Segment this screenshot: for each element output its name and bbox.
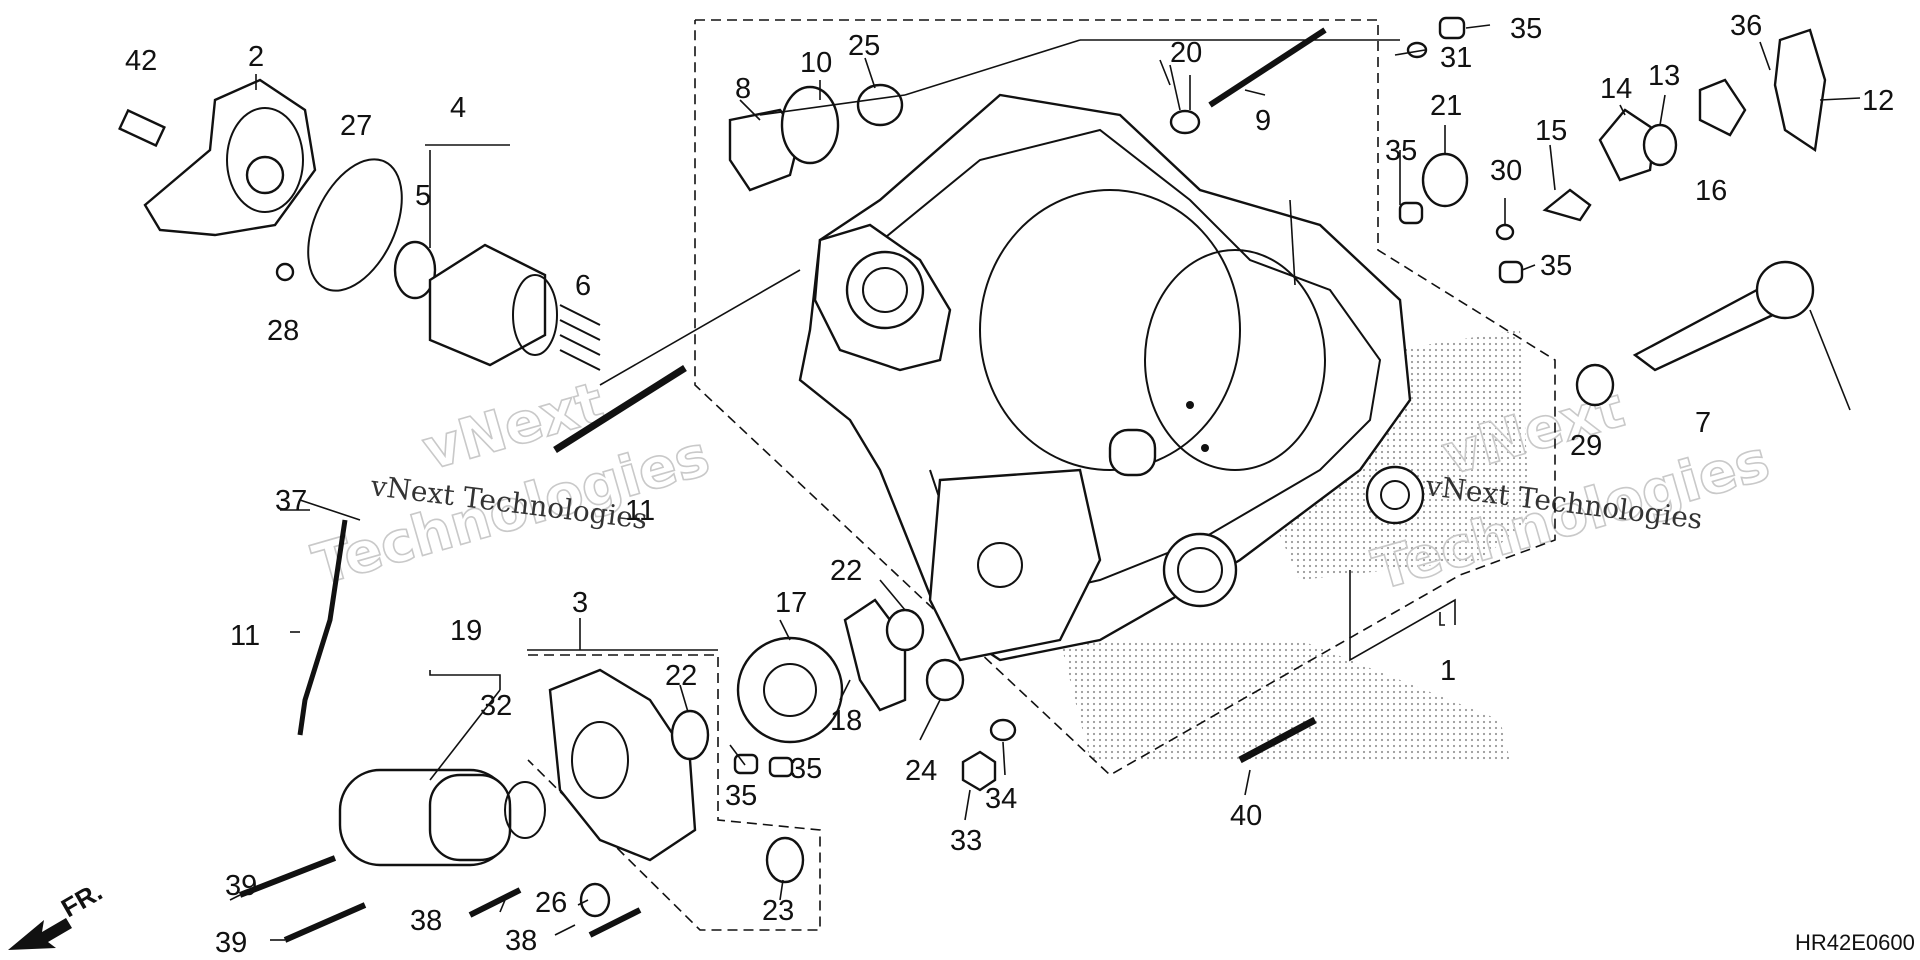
callout-33[interactable]: 33 (950, 825, 982, 857)
callout-1[interactable]: 1 (1440, 655, 1456, 687)
callout-25[interactable]: 25 (848, 30, 880, 62)
callout-10[interactable]: 10 (800, 47, 832, 79)
callout-35-top[interactable]: 35 (1510, 13, 1542, 45)
callout-38-right[interactable]: 38 (505, 925, 537, 957)
callout-35-lower-left[interactable]: 35 (725, 780, 757, 812)
callout-31[interactable]: 31 (1440, 42, 1472, 74)
parts-upper-left (118, 78, 904, 371)
callout-4[interactable]: 4 (450, 92, 466, 124)
callout-37[interactable]: 37 (275, 485, 307, 517)
callout-labels: 1 2 3 4 5 6 7 8 9 10 11 11 12 13 14 15 1… (125, 10, 1894, 959)
parts-lower-left (238, 365, 1317, 943)
figure-code: HR42E0600 (1795, 930, 1915, 955)
callout-9[interactable]: 9 (1255, 105, 1271, 137)
callout-39-lower[interactable]: 39 (215, 927, 247, 959)
callout-3[interactable]: 3 (572, 587, 588, 619)
callout-22[interactable]: 22 (830, 555, 862, 587)
front-arrow-icon (8, 918, 72, 950)
callout-34[interactable]: 34 (985, 783, 1017, 815)
callout-32[interactable]: 32 (480, 690, 512, 722)
callout-15[interactable]: 15 (1535, 115, 1567, 147)
callout-13[interactable]: 13 (1648, 60, 1680, 92)
right-crankcase-cover (798, 93, 1425, 662)
callout-38-left[interactable]: 38 (410, 905, 442, 937)
front-label: FR. (56, 876, 107, 923)
callout-2[interactable]: 2 (248, 41, 264, 73)
callout-26[interactable]: 26 (535, 887, 567, 919)
leader-lines (229, 24, 1861, 941)
callout-7[interactable]: 7 (1695, 407, 1711, 439)
callout-24[interactable]: 24 (905, 755, 937, 787)
callout-23[interactable]: 23 (762, 895, 794, 927)
callout-12[interactable]: 12 (1862, 85, 1894, 117)
callout-35-right[interactable]: 35 (1540, 250, 1572, 282)
callout-22-secondary[interactable]: 22 (665, 660, 697, 692)
front-direction-indicator: FR. (8, 876, 107, 950)
callout-16[interactable]: 16 (1695, 175, 1727, 207)
callout-21[interactable]: 21 (1430, 90, 1462, 122)
callout-30[interactable]: 30 (1490, 155, 1522, 187)
callout-20[interactable]: 20 (1170, 37, 1202, 69)
callout-28[interactable]: 28 (267, 315, 299, 347)
callout-27[interactable]: 27 (340, 110, 372, 142)
callout-19[interactable]: 19 (450, 615, 482, 647)
callout-29[interactable]: 29 (1570, 430, 1602, 462)
callout-5[interactable]: 5 (415, 180, 431, 212)
callout-40[interactable]: 40 (1230, 800, 1262, 832)
callout-6[interactable]: 6 (575, 270, 591, 302)
callout-35-middle[interactable]: 35 (1385, 135, 1417, 167)
callout-42[interactable]: 42 (125, 45, 157, 77)
callout-39-upper[interactable]: 39 (225, 870, 257, 902)
callout-17[interactable]: 17 (775, 587, 807, 619)
callout-11-secondary[interactable]: 11 (625, 495, 655, 527)
callout-36[interactable]: 36 (1730, 10, 1762, 42)
group-frames (527, 19, 1556, 931)
callout-14[interactable]: 14 (1600, 73, 1632, 105)
callout-11[interactable]: 11 (230, 620, 260, 652)
callout-35-lower-right[interactable]: 35 (790, 753, 822, 785)
callout-18[interactable]: 18 (830, 705, 862, 737)
callout-8[interactable]: 8 (735, 73, 751, 105)
